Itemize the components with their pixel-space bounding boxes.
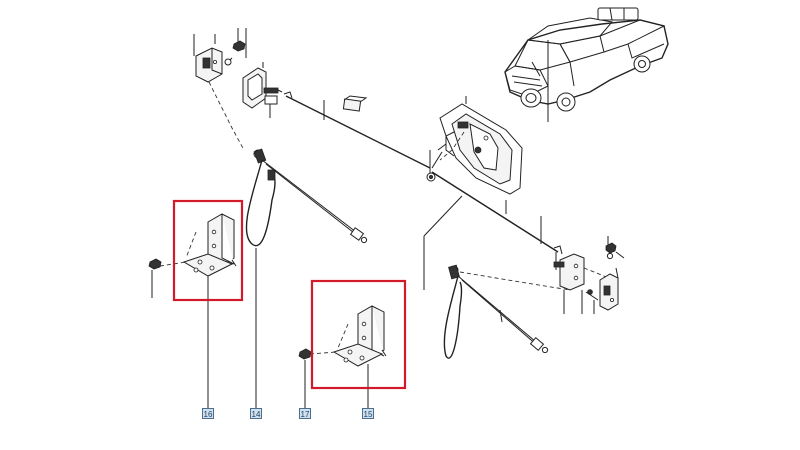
part-number-label-15: 15 (362, 408, 374, 419)
door-lock-icon (423, 96, 523, 290)
vehicle-pickup-icon (504, 7, 669, 122)
lower-control-rod (431, 171, 563, 255)
part-number-label-16: 16 (202, 408, 214, 419)
bolt-icon (148, 258, 162, 298)
part-number-label-17: 17 (299, 408, 311, 419)
lower-latch-bracket-icon (553, 236, 625, 314)
bolt-icon (224, 28, 247, 66)
door-striker-bracket-icon (242, 62, 283, 118)
lower-cable-icon (443, 264, 571, 359)
upper-hinge-bracket-icon (193, 34, 245, 151)
hinge-bracket-15 (309, 305, 387, 408)
control-rod (283, 91, 431, 174)
highlight-box-16 (172, 199, 244, 302)
bolt-icon (298, 348, 312, 408)
part-number-label-14: 14 (250, 408, 262, 419)
hinge-bracket-16 (159, 213, 237, 408)
cable-icon (245, 148, 368, 408)
highlight-box-15 (310, 279, 407, 390)
